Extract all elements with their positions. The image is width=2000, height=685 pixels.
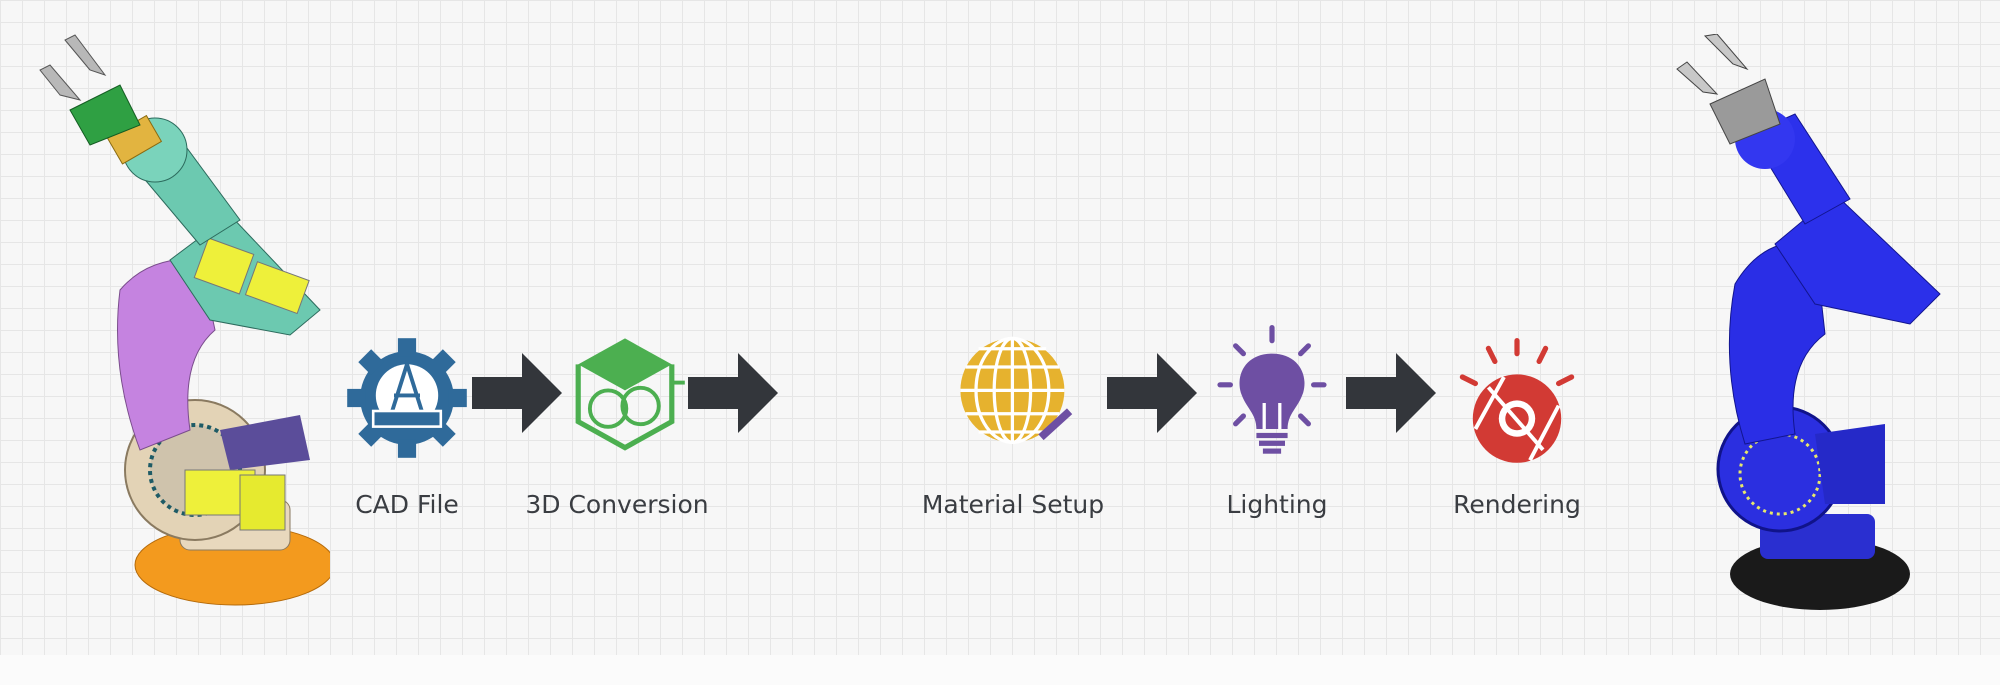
- rendered-robot-image: [1676, 34, 1941, 610]
- render-aperture-icon: [1459, 338, 1575, 463]
- step-label-cad-file: CAD File: [355, 490, 459, 519]
- arrow-3: [1107, 353, 1197, 433]
- step-label-3d-conversion: 3D Conversion: [525, 490, 709, 519]
- bottom-strip: [0, 655, 2000, 685]
- step-label-material-setup: Material Setup: [921, 490, 1105, 519]
- lightbulb-icon: [1217, 325, 1327, 454]
- arrow-1: [472, 353, 562, 433]
- robot-upper-arm: [1728, 241, 1826, 445]
- gear-compass-ruler-icon: [347, 338, 467, 458]
- step-label-lighting: Lighting: [1226, 490, 1328, 519]
- step-label-rendering: Rendering: [1453, 490, 1581, 519]
- globe-brush-icon: [960, 336, 1073, 445]
- cube-spheres-icon: [575, 338, 685, 451]
- arrow-4: [1346, 353, 1436, 433]
- cad-robot-image: [39, 34, 330, 606]
- robot-upper-arm: [117, 258, 216, 451]
- arrow-2: [688, 353, 778, 433]
